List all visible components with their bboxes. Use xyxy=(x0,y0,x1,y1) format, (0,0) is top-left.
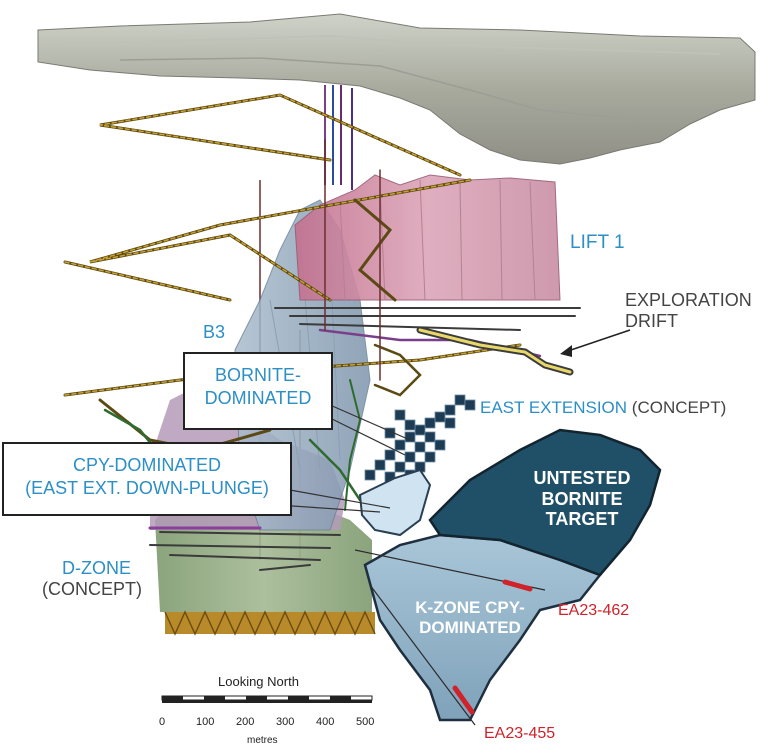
label-exploration-drift: EXPLORATION DRIFT xyxy=(625,290,752,331)
label-exploration-drift-line2: DRIFT xyxy=(625,310,678,331)
label-east-extension: EAST EXTENSION (CONCEPT) xyxy=(480,398,726,418)
callout-cpy-line1: CPY-DOMINATED xyxy=(72,455,222,475)
drift-arrow xyxy=(560,329,631,357)
untested-bornite-target xyxy=(428,428,662,577)
label-drillhole-455: EA23-455 xyxy=(484,725,556,742)
label-d-zone-name: D-ZONE xyxy=(62,558,131,578)
drill-traces xyxy=(354,549,546,726)
scale-bar xyxy=(161,695,373,703)
terrain-surface xyxy=(37,13,756,165)
callout-bornite-line2: DOMINATED xyxy=(204,388,312,409)
label-b3: B3 xyxy=(203,322,226,342)
label-east-extension-concept: (CONCEPT) xyxy=(631,398,727,417)
scale-tick-100: 100 xyxy=(196,716,215,728)
scale-bar-title: Looking North xyxy=(218,674,299,689)
exploration-drift xyxy=(416,326,574,376)
east-extension-blocks xyxy=(364,394,476,483)
scale-tick-500: 500 xyxy=(356,716,375,728)
label-k-zone-line2: DOMINATED xyxy=(419,617,521,637)
label-d-zone: D-ZONE (CONCEPT) xyxy=(42,558,142,599)
scale-tick-200: 200 xyxy=(236,716,255,728)
scale-tick-300: 300 xyxy=(276,716,295,728)
lift1-body xyxy=(294,174,561,301)
underground-workings xyxy=(63,93,581,571)
cpy-downplunge-body xyxy=(358,468,432,537)
label-untested-line1: UNTESTED xyxy=(533,468,631,488)
scale-tick-0: 0 xyxy=(159,716,166,728)
label-east-extension-name: EAST EXTENSION xyxy=(480,398,628,417)
label-d-zone-concept: (CONCEPT) xyxy=(42,578,142,599)
label-lift1: LIFT 1 xyxy=(570,232,625,253)
scale-bar-unit: metres xyxy=(247,735,278,746)
scale-tick-400: 400 xyxy=(316,716,335,728)
callout-bornite-line1: BORNITE- xyxy=(214,365,301,385)
callout-bornite-dominated: BORNITE- DOMINATED xyxy=(183,352,333,430)
label-drillhole-462: EA23-462 xyxy=(558,602,630,619)
drillhole-462-intercept xyxy=(502,579,533,592)
label-k-zone-line1: K-ZONE CPY- xyxy=(415,598,525,617)
callout-cpy-dominated: CPY-DOMINATED (EAST EXT. DOWN-PLUNGE) xyxy=(2,442,292,516)
label-exploration-drift-line1: EXPLORATION xyxy=(625,290,752,310)
label-k-zone: K-ZONE CPY- DOMINATED xyxy=(405,598,535,637)
label-untested-line2: BORNITE xyxy=(541,488,623,509)
callout-cpy-line2: (EAST EXT. DOWN-PLUNGE) xyxy=(25,478,269,499)
drillhole-455-intercept xyxy=(452,685,475,715)
label-untested-line3: TARGET xyxy=(545,509,619,530)
callout-leaders xyxy=(277,404,411,513)
label-untested-target: UNTESTED BORNITE TARGET xyxy=(532,468,632,530)
